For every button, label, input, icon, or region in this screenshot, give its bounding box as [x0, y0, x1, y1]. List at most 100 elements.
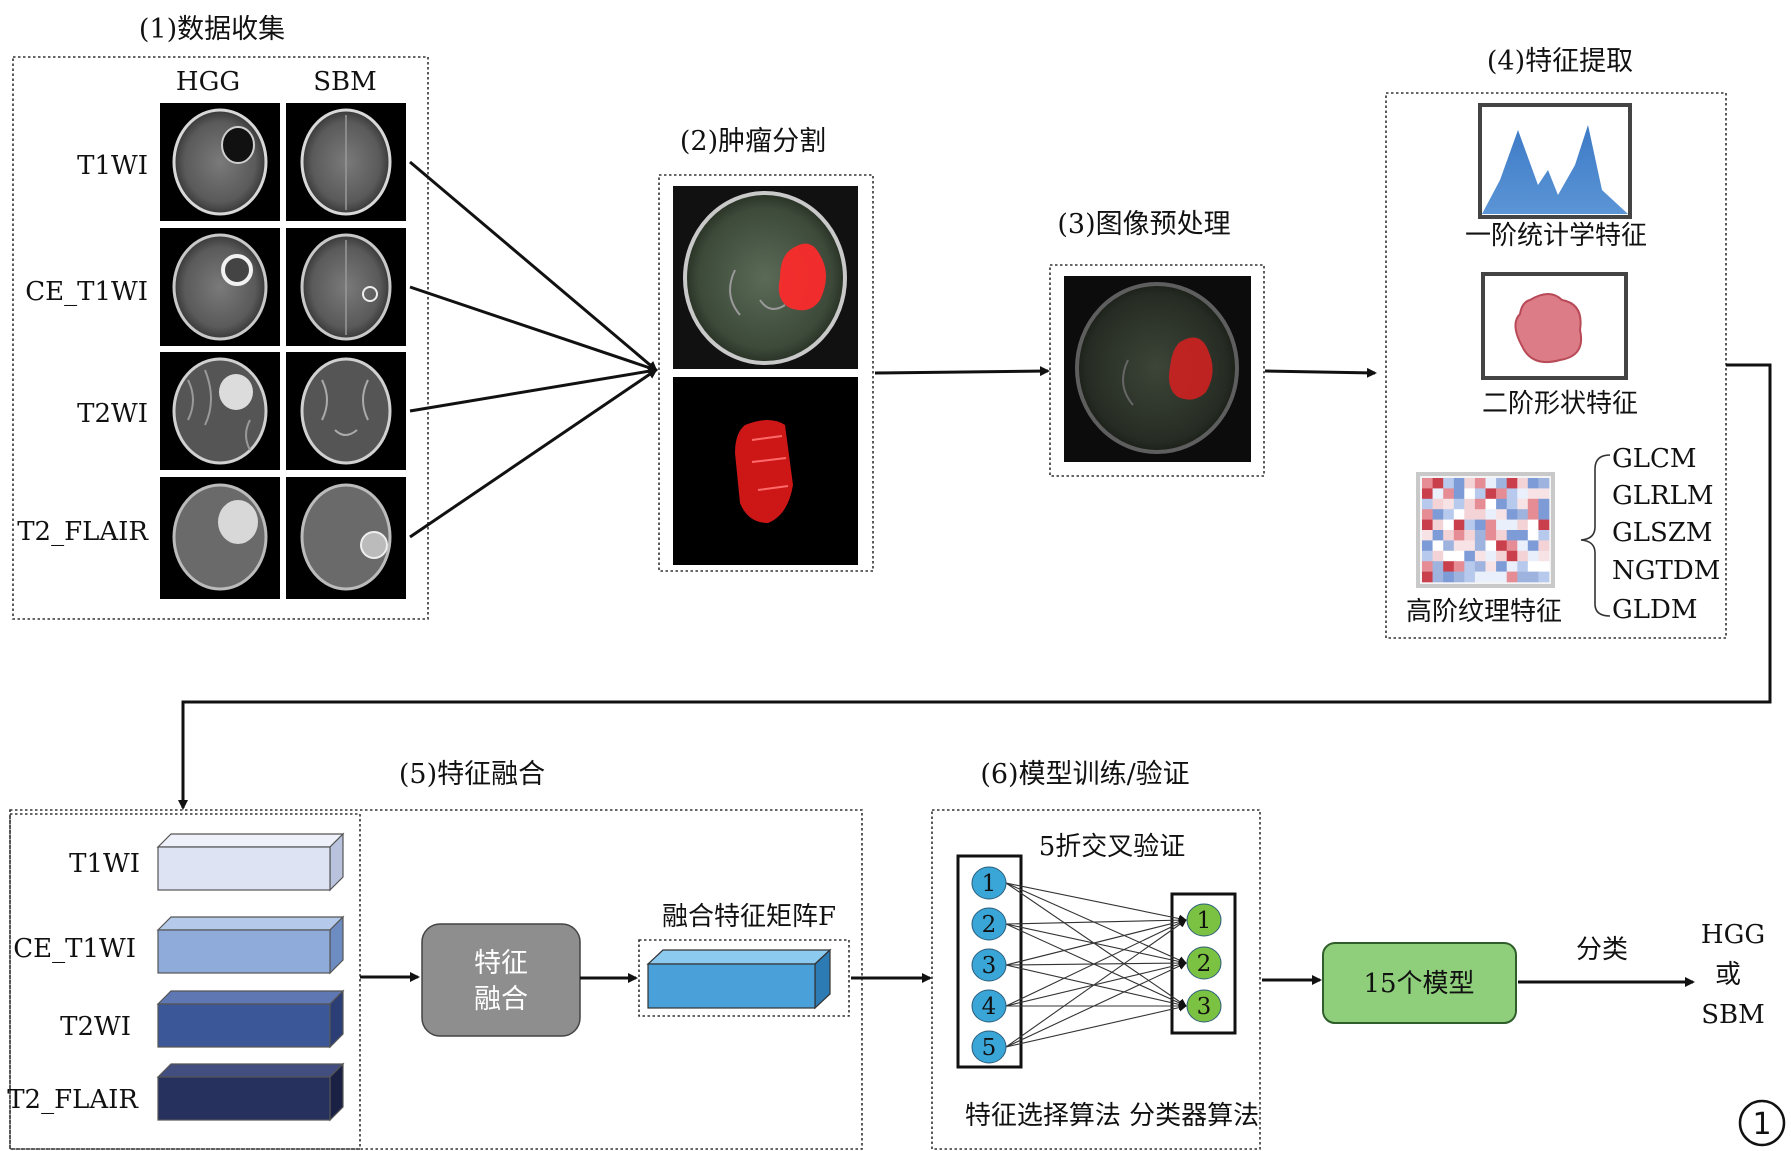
- fused-matrix-dashed-box: [638, 939, 850, 1017]
- heatmap-cell: [1422, 509, 1433, 520]
- heatmap-cell: [1496, 530, 1507, 541]
- texture-heatmap-icon: [1416, 472, 1555, 588]
- heatmap-cell: [1474, 488, 1486, 500]
- heatmap-cell: [1527, 509, 1539, 520]
- heatmap-cell: [1443, 488, 1455, 500]
- heatmap-cell: [1506, 540, 1518, 552]
- step2-tumor-segmentation: (2)肿瘤分割: [658, 126, 874, 572]
- heatmap-cell: [1453, 519, 1465, 531]
- heatmap-cell: [1527, 498, 1539, 510]
- heatmap-cell: [1474, 530, 1486, 541]
- heatmap-cell: [1538, 571, 1550, 583]
- step4-title: (4)特征提取: [1487, 46, 1633, 77]
- heatmap-cell: [1496, 540, 1507, 552]
- heatmap-cell: [1432, 550, 1444, 562]
- heatmap-cell: [1506, 498, 1518, 510]
- heatmap-cell: [1538, 561, 1550, 572]
- heatmap-cell: [1538, 488, 1550, 500]
- heatmap-cell: [1485, 478, 1497, 489]
- fold-node-3: [971, 948, 1007, 982]
- heatmap-cell: [1496, 509, 1507, 520]
- output-node-2-label: 2: [1197, 951, 1212, 977]
- heatmap-cell: [1517, 530, 1529, 541]
- arrows-step1-to-step2: [409, 160, 658, 539]
- heatmap-cell: [1517, 509, 1529, 520]
- step3-title: (3)图像预处理: [1057, 209, 1230, 240]
- heatmap-cell: [1538, 478, 1550, 489]
- heatmap-cell: [1422, 519, 1433, 531]
- heatmap-cell: [1453, 550, 1465, 562]
- fold-node-2: [971, 907, 1007, 941]
- heatmap-cell: [1517, 498, 1529, 510]
- heatmap-cell: [1538, 530, 1550, 541]
- shape-icon: [1481, 272, 1628, 380]
- heatmap-cell: [1506, 530, 1518, 541]
- figure-number: 1: [1752, 1107, 1771, 1142]
- connector-step4-to-step5: [178, 363, 1772, 810]
- feature-bar-t1wi: [156, 832, 345, 892]
- heatmap-cell: [1538, 540, 1550, 552]
- heatmap-cell: [1485, 530, 1497, 541]
- output-sbm: SBM: [1701, 1000, 1765, 1030]
- shape-feature-label: 二阶形状特征: [1482, 389, 1638, 419]
- heatmap-cell: [1517, 540, 1529, 552]
- heatmap-cell: [1422, 488, 1433, 500]
- heatmap-cell: [1464, 571, 1476, 583]
- heatmap-cell: [1485, 519, 1497, 531]
- algorithm-label: 特征选择算法 分类器算法: [965, 1101, 1259, 1131]
- step6-dashed-box: [931, 809, 1261, 1150]
- step4-feature-extraction: (4)特征提取 一阶统计学特征 二阶形状特征 高阶纹理特征 GLCM GLRLM…: [1385, 46, 1727, 639]
- heatmap-cell: [1474, 540, 1486, 552]
- heatmap-cell: [1453, 509, 1465, 520]
- heatmap-cell: [1464, 519, 1476, 531]
- heatmap-cell: [1506, 478, 1518, 489]
- network-connection: [1005, 919, 1187, 1048]
- col-header-hgg: HGG: [176, 67, 240, 97]
- heatmap-cell: [1422, 530, 1433, 541]
- output-hgg: HGG: [1701, 920, 1765, 950]
- heatmap-cell: [1517, 550, 1529, 562]
- heatmap-cell: [1443, 519, 1455, 531]
- heatmap-cell: [1422, 550, 1433, 562]
- texture-item-ngtdm: NGTDM: [1612, 556, 1720, 586]
- step1-dashed-box: [12, 56, 429, 620]
- heatmap-cell: [1422, 498, 1433, 510]
- heatmap-cell: [1506, 488, 1518, 500]
- heatmap-cell: [1464, 498, 1476, 510]
- network-connection: [1005, 916, 1187, 925]
- first-order-feature-label: 一阶统计学特征: [1465, 221, 1647, 251]
- heatmap-cell: [1443, 478, 1455, 489]
- heatmap-cell: [1432, 519, 1444, 531]
- row-label-t2-flair: T2_FLAIR: [17, 517, 149, 547]
- texture-item-glrlm: GLRLM: [1612, 481, 1714, 511]
- heatmap-cell: [1453, 488, 1465, 500]
- output-node-3-label: 3: [1197, 994, 1212, 1020]
- output-or: 或: [1715, 960, 1741, 990]
- step1-data-collection: (1)数据收集 HGG SBM T1WI CE_T1WI T2WI T2_FLA…: [12, 14, 429, 620]
- fold-node-1-label: 1: [982, 871, 997, 897]
- network-connection: [1005, 919, 1187, 1007]
- heatmap-cell: [1527, 561, 1539, 572]
- heatmap-cell: [1496, 550, 1507, 562]
- heatmap-cell: [1464, 550, 1476, 562]
- classify-label: 分类: [1576, 935, 1628, 965]
- fusion-row-label-ce-t1wi: CE_T1WI: [13, 934, 136, 964]
- col-header-sbm: SBM: [313, 67, 377, 97]
- heatmap-cell: [1506, 550, 1518, 562]
- heatmap-cell: [1474, 498, 1486, 510]
- network-connection: [1005, 882, 1187, 923]
- texture-item-glszm: GLSZM: [1612, 518, 1713, 548]
- output-node-2: [1186, 946, 1222, 980]
- tumor-mask-3d: [735, 420, 793, 523]
- heatmap-cell: [1538, 519, 1550, 531]
- row-label-t2wi: T2WI: [77, 399, 148, 429]
- fold-node-1: [971, 866, 1007, 900]
- heatmap-cell: [1485, 498, 1497, 510]
- row-label-t1wi: T1WI: [77, 151, 148, 181]
- arrow-step2-to-step3: [874, 366, 1050, 377]
- heatmap-cell: [1527, 530, 1539, 541]
- step1-title: (1)数据收集: [139, 14, 285, 45]
- heatmap-cell: [1485, 509, 1497, 520]
